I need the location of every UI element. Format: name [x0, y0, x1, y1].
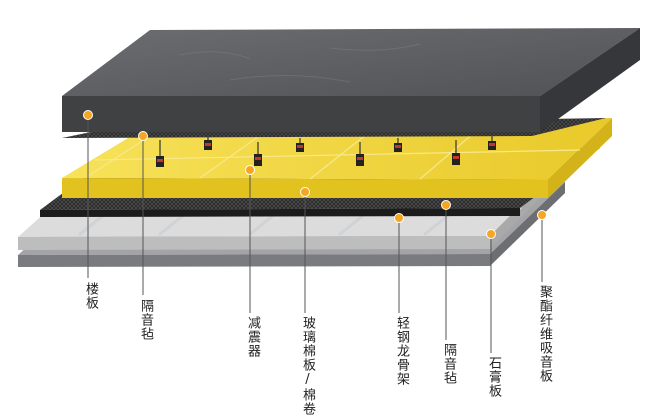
label-polyester-board: 聚酯纤维吸音板: [537, 285, 552, 383]
label-glass-wool: 玻璃棉板/棉卷: [300, 316, 315, 416]
label-felt-bottom: 隔音毡: [441, 343, 456, 385]
damper-icon: [296, 138, 304, 152]
label-floor-slab: 楼板: [83, 282, 98, 310]
damper-icon: [356, 142, 364, 166]
glass-wool-layer: [62, 118, 612, 198]
damper-icon: [488, 136, 496, 150]
damper-icon: [156, 140, 164, 167]
leader-lines: [87, 115, 543, 353]
marker-dots: [83, 110, 547, 239]
layer-illustration: [18, 28, 640, 353]
label-gypsum-board: 石膏板: [486, 356, 501, 398]
label-steel-keel: 轻钢龙骨架: [394, 316, 409, 386]
dampers: [156, 136, 496, 167]
concrete-slab-layer: [62, 28, 640, 132]
damper-icon: [452, 140, 460, 165]
damper-icon: [394, 138, 402, 152]
label-felt-top: 隔音毡: [138, 299, 153, 341]
damper-icon: [254, 142, 262, 166]
layer-diagram: 楼板 隔音毡 减震器 玻璃棉板/棉卷 轻钢龙骨架 隔音毡 石膏板 聚酯纤维吸音板: [18, 28, 640, 416]
label-damper: 减震器: [245, 316, 260, 358]
